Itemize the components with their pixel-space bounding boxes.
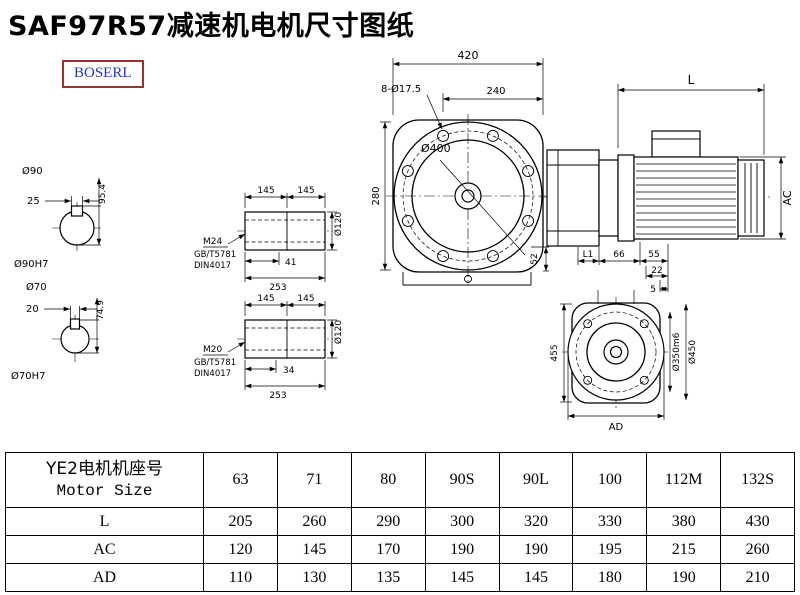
len-145b-label: 145	[297, 294, 314, 304]
thread-m24-label: M24	[203, 237, 222, 247]
table-cell: 190	[498, 535, 574, 564]
motor-size-header-cell: YE2电机机座号 Motor Size	[5, 452, 204, 508]
bolt-holes-label: 8-Ø17.5	[381, 83, 421, 95]
table-cell: 430	[720, 507, 795, 536]
gearbox-front-view: Ø400 420 240 8-Ø17.5 280 52	[371, 49, 550, 286]
table-cell: 190	[646, 563, 722, 592]
technical-drawing: Ø90 25 95.4 Ø90H7 Ø70 20 74.9 Ø70H7	[11, 49, 794, 433]
dia-70-label: Ø70	[26, 281, 47, 293]
row-label: AC	[5, 535, 204, 564]
row-label: L	[5, 507, 204, 536]
boserl-logo: BOSERL	[62, 60, 144, 88]
total-253-label: 253	[269, 391, 286, 401]
table-cell: 170	[350, 535, 426, 564]
size-header: 100	[572, 452, 648, 508]
foot-52-label: 52	[530, 253, 540, 264]
table-row-AD: AD 110 130 135 145 145 180 190 210	[5, 563, 795, 592]
dia-120-label: Ø120	[333, 212, 344, 237]
motor-dimension-table: YE2电机机座号 Motor Size 63 71 80 90S 90L 100…	[5, 452, 795, 592]
table-cell: 190	[424, 535, 500, 564]
motor-side-view: L AC L1 66 55 22 5	[540, 73, 794, 295]
bolt-span-240-label: 240	[486, 86, 505, 97]
len-145a-label: 145	[257, 294, 274, 304]
total-253-label: 253	[269, 283, 286, 293]
table-row-L: L 205 260 290 300 320 330 380 430	[5, 507, 795, 536]
table-cell: 260	[276, 507, 352, 536]
size-header: 90L	[498, 452, 574, 508]
dim-66-label: 66	[613, 250, 625, 260]
dim-5-label: 5	[650, 285, 656, 295]
table-cell: 260	[720, 535, 795, 564]
depth-34-label: 34	[283, 366, 295, 376]
size-header: 132S	[720, 452, 795, 508]
table-cell: 205	[203, 507, 278, 536]
len-145a-label: 145	[257, 186, 274, 196]
hollow-shaft-m20: 145 145 Ø120 M20 GB/T5781 DIN4017 34 253	[194, 294, 344, 401]
dim-22-label: 22	[651, 266, 662, 276]
table-cell: 130	[276, 563, 352, 592]
height-455-label: 455	[550, 344, 560, 361]
motor-length-L-label: L	[688, 73, 695, 87]
table-cell: 145	[424, 563, 500, 592]
motor-height-AC-label: AC	[781, 190, 794, 205]
table-cell: 145	[276, 535, 352, 564]
table-cell: 290	[350, 507, 426, 536]
thread-m20-label: M20	[203, 345, 222, 355]
flange-dia-400-label: Ø400	[421, 142, 451, 155]
std-din-label: DIN4017	[194, 261, 231, 271]
dia-90-label: Ø90	[22, 165, 43, 177]
std-din-label: DIN4017	[194, 369, 231, 379]
flange-dia-450-label: Ø450	[687, 340, 698, 365]
solid-shaft-section-90: Ø90 25 95.4 Ø90H7	[14, 165, 108, 270]
table-cell: 380	[646, 507, 722, 536]
table-cell: 210	[720, 563, 795, 592]
table-cell: 195	[572, 535, 648, 564]
spigot-dia-350m6-label: Ø350m6	[671, 332, 682, 371]
size-header: 63	[203, 452, 278, 508]
dia-120-label: Ø120	[333, 320, 344, 345]
table-cell: 135	[350, 563, 426, 592]
solid-shaft-section-70: Ø70 20 74.9 Ø70H7	[11, 281, 106, 382]
table-cell: 215	[646, 535, 722, 564]
len-145b-label: 145	[297, 186, 314, 196]
height-74-9-label: 74.9	[96, 300, 106, 320]
header-chinese: YE2电机机座号	[46, 459, 163, 480]
page-title: SAF97R57减速机电机尺寸图纸	[8, 11, 415, 42]
std-gb-label: GB/T5781	[194, 358, 236, 368]
table-header-row: YE2电机机座号 Motor Size 63 71 80 90S 90L 100…	[5, 452, 795, 508]
key-width-25-label: 25	[27, 196, 40, 207]
std-gb-label: GB/T5781	[194, 250, 236, 260]
bore-90h7-label: Ø90H7	[14, 258, 48, 270]
dim-55-label: 55	[648, 250, 659, 260]
table-cell: 180	[572, 563, 648, 592]
key-width-20-label: 20	[26, 304, 39, 315]
height-95-4-label: 95.4	[98, 184, 108, 204]
table-cell: 300	[424, 507, 500, 536]
table-cell: 330	[572, 507, 648, 536]
table-row-AC: AC 120 145 170 190 190 195 215 260	[5, 535, 795, 564]
hollow-shaft-m24: 145 145 Ø120 M24 GB/T5781 DIN4017 41 253	[194, 186, 344, 293]
size-header: 112M	[646, 452, 722, 508]
size-header: 71	[276, 452, 352, 508]
overall-width-420-label: 420	[458, 49, 479, 62]
table-cell: 110	[203, 563, 278, 592]
table-cell: 320	[498, 507, 574, 536]
size-header: 90S	[424, 452, 500, 508]
table-cell: 145	[498, 563, 574, 592]
header-english: Motor Size	[56, 482, 153, 501]
output-flange-view: 455 Ø350m6 Ø450 AD	[550, 290, 698, 433]
table-cell: 120	[203, 535, 278, 564]
motor-width-AD-label: AD	[609, 422, 624, 433]
size-header: 80	[350, 452, 426, 508]
row-label: AD	[5, 563, 204, 592]
center-height-280-label: 280	[371, 186, 382, 205]
depth-41-label: 41	[285, 258, 296, 268]
dim-L1-label: L1	[583, 250, 594, 260]
bore-70h7-label: Ø70H7	[11, 370, 45, 382]
